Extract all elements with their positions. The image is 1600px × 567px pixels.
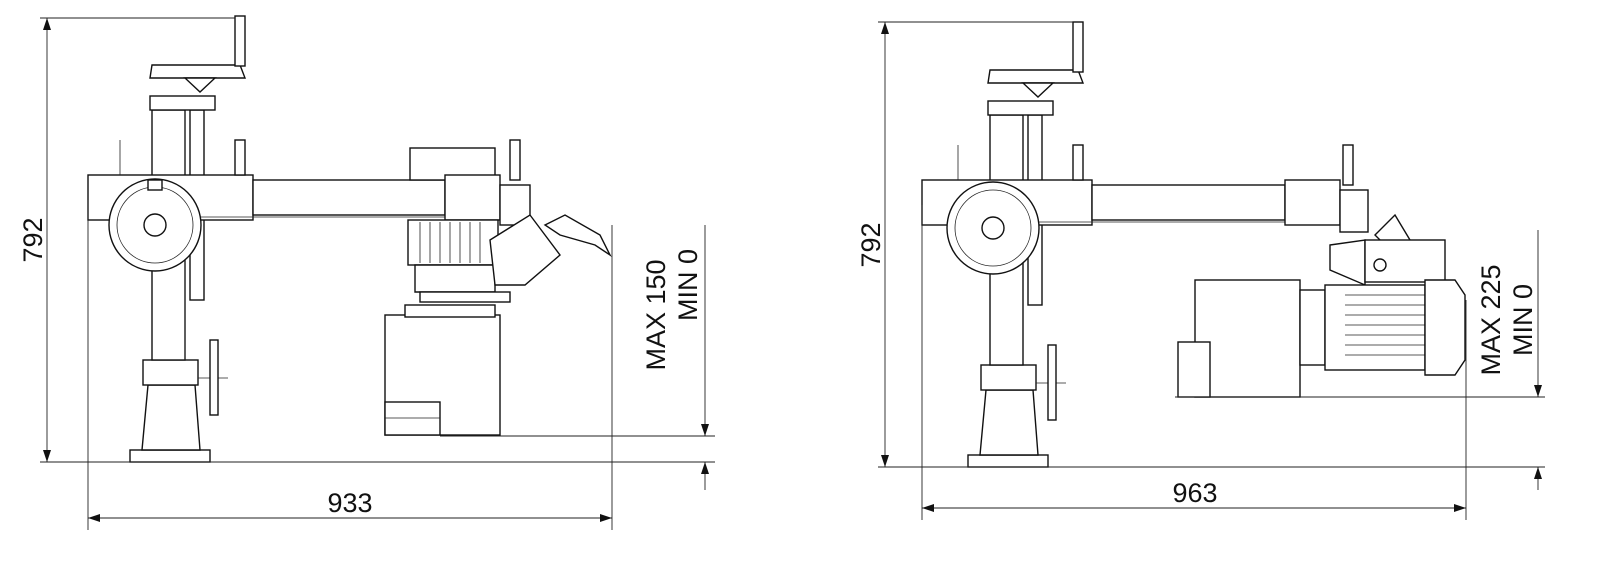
left-width-dimension: 933	[327, 488, 372, 518]
left-travel-max: MAX 150	[641, 259, 671, 370]
left-view: 792 933 MAX 150 MIN 0	[18, 15, 715, 530]
right-view: 792 963 MAX 225 MIN 0	[856, 21, 1545, 520]
right-width-dimension: 963	[1172, 478, 1217, 508]
right-height-dimension: 792	[856, 222, 886, 267]
right-travel-max: MAX 225	[1476, 264, 1506, 375]
left-travel-min: MIN 0	[673, 249, 703, 321]
right-travel-min: MIN 0	[1508, 284, 1538, 356]
left-machine	[87, 15, 612, 463]
left-height-dimension: 792	[18, 217, 48, 262]
right-machine	[921, 21, 1466, 468]
